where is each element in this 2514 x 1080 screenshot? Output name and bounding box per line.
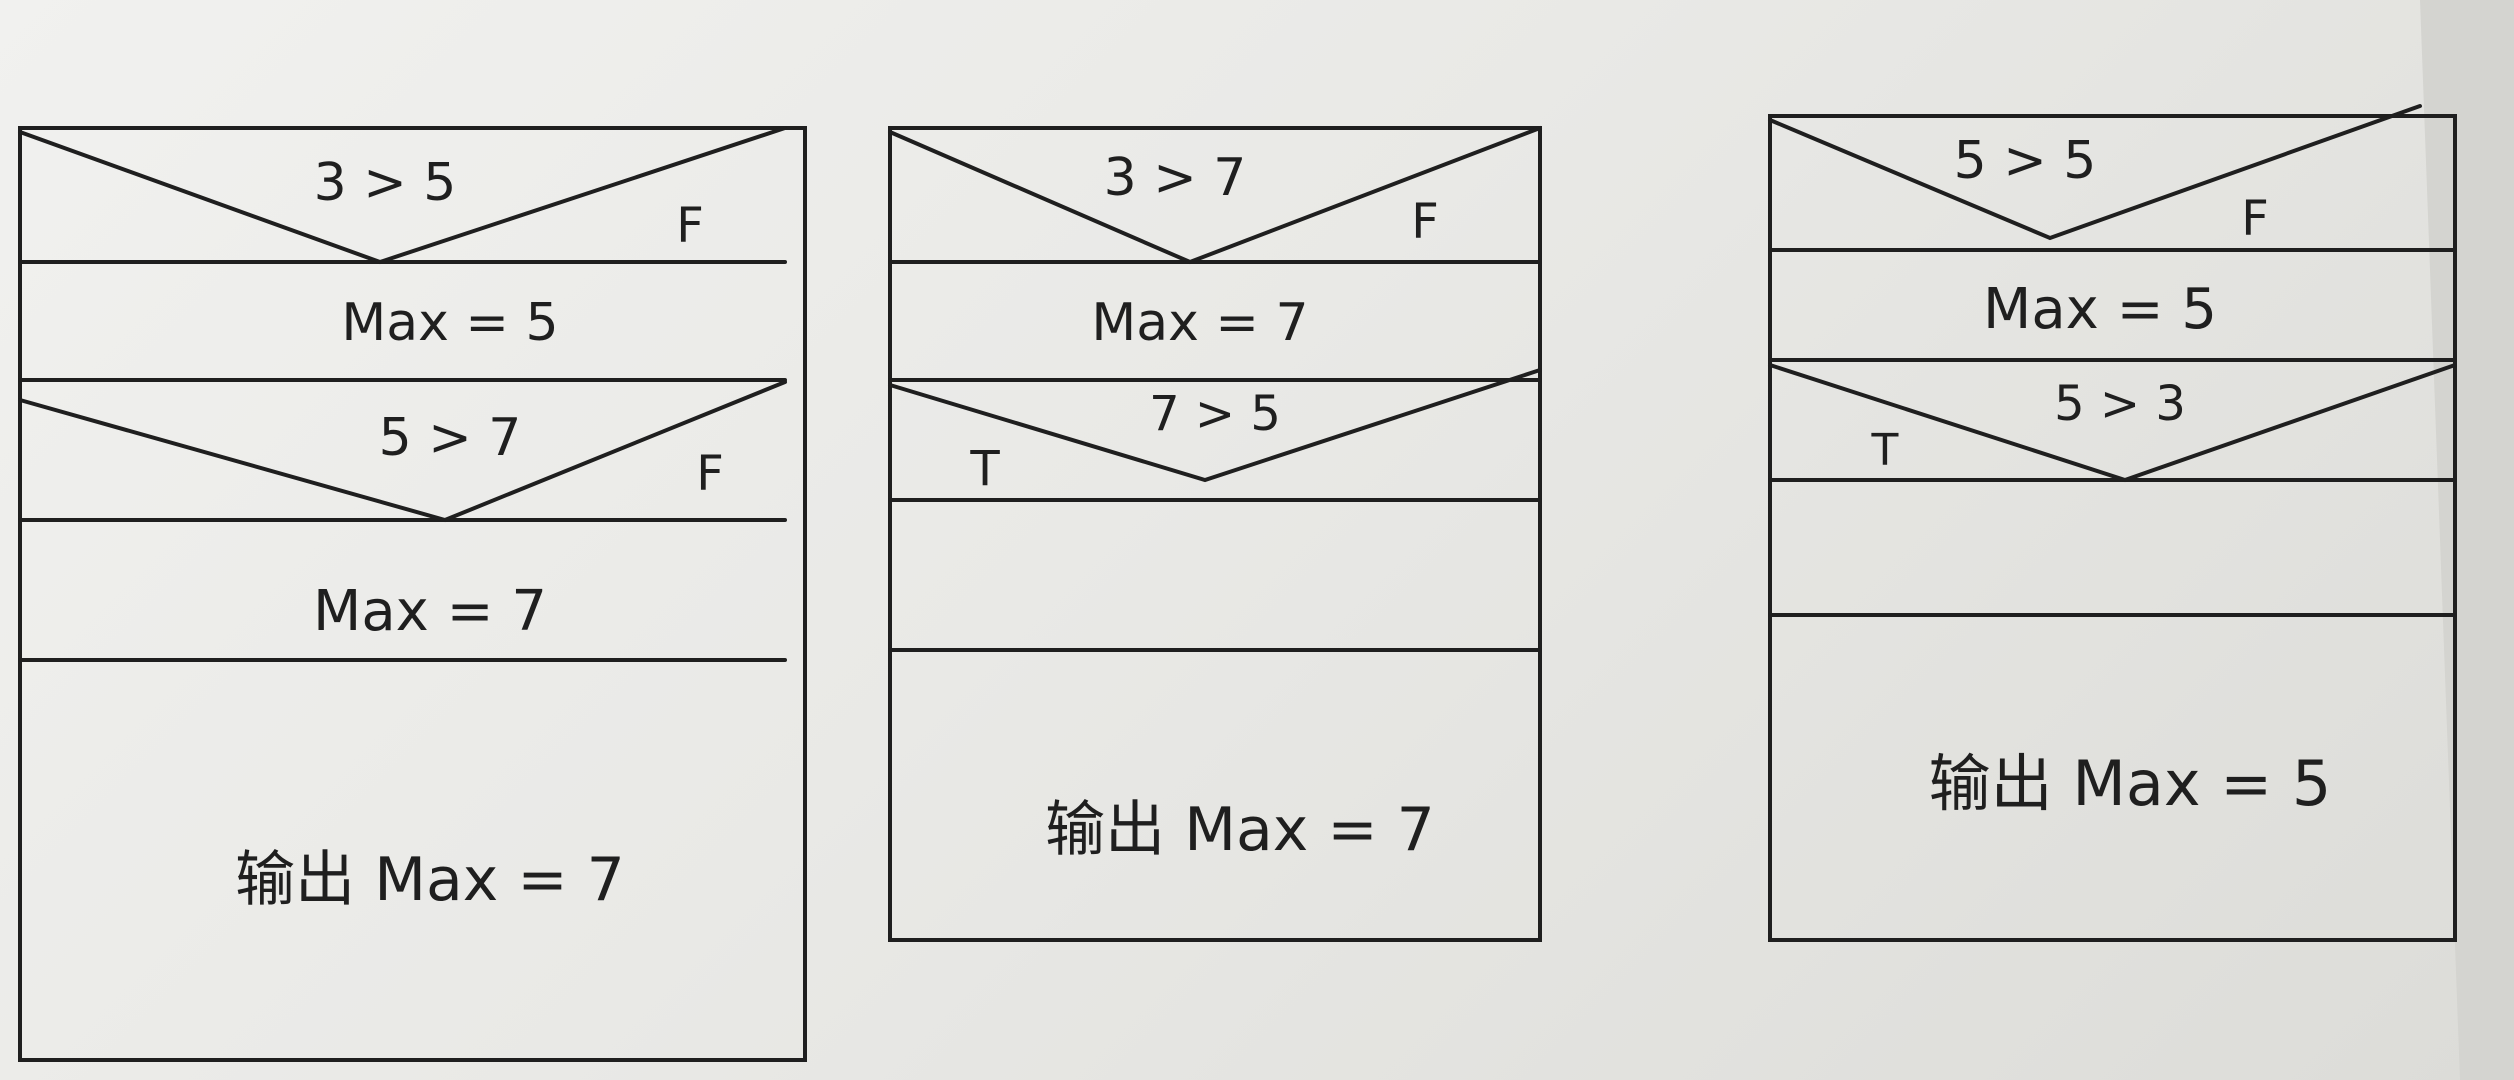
- diagram-2-process-1-text: Max = 7: [1091, 293, 1308, 353]
- diagram-3-condition-2-true-label: T: [1871, 425, 1899, 476]
- diagram-3-condition-1-text: 5 > 5: [1954, 131, 2097, 191]
- diagram-1-process-1-text: Max = 5: [341, 293, 558, 353]
- diagram-2-condition-2-v: [888, 368, 1542, 483]
- diagram-1-labels: 3 > 5 F Max = 5 5 > 7 F Max = 7 输出 Max =…: [235, 153, 724, 915]
- diagram-2-condition-1-v: [888, 126, 1542, 265]
- diagram-1-condition-2-text: 5 > 7: [379, 408, 522, 468]
- diagram-3-frame: [1768, 114, 2457, 942]
- diagram-2-condition-2-true-label: T: [969, 441, 1000, 497]
- diagram-2-output-text: 输出 Max = 7: [1045, 795, 1435, 865]
- diagram-2-labels: 3 > 7 F Max = 7 7 > 5 T 输出 Max = 7: [969, 148, 1438, 865]
- diagram-2-frame: [888, 126, 1542, 942]
- diagram-1-frame: [18, 126, 807, 1062]
- diagram-2: [888, 126, 1542, 942]
- diagram-1-output-text: 输出 Max = 7: [235, 845, 625, 915]
- diagram-3-condition-2-text: 5 > 3: [2054, 376, 2186, 432]
- diagram-1-condition-1-text: 3 > 5: [314, 153, 457, 213]
- diagram-3-output-text: 输出 Max = 5: [1929, 747, 2332, 820]
- diagram-1-condition-2-false-label: F: [696, 446, 724, 502]
- diagram-1-condition-2-v: [18, 380, 787, 523]
- diagram-3-condition-1-v: [1768, 104, 2422, 241]
- diagram-3: [1768, 104, 2457, 942]
- diagram-3-process-1-text: Max = 5: [1983, 277, 2217, 342]
- diagram-2-condition-1-text: 3 > 7: [1104, 148, 1247, 208]
- diagram-2-condition-1-false-label: F: [1411, 194, 1439, 250]
- diagram-1-process-2-text: Max = 7: [313, 579, 547, 644]
- diagram-2-condition-2-text: 7 > 5: [1149, 386, 1281, 442]
- diagram-3-condition-1-false-label: F: [2241, 191, 2269, 247]
- diagram-3-condition-2-v: [1768, 363, 2457, 483]
- diagram-3-labels: 5 > 5 F Max = 5 5 > 3 T 输出 Max = 5: [1871, 131, 2332, 820]
- diagram-1-condition-1-false-label: F: [676, 198, 704, 254]
- diagram-1: [18, 126, 807, 1062]
- paper-fold-shadow: [2420, 0, 2514, 1080]
- diagram-1-condition-1-v: [18, 126, 787, 265]
